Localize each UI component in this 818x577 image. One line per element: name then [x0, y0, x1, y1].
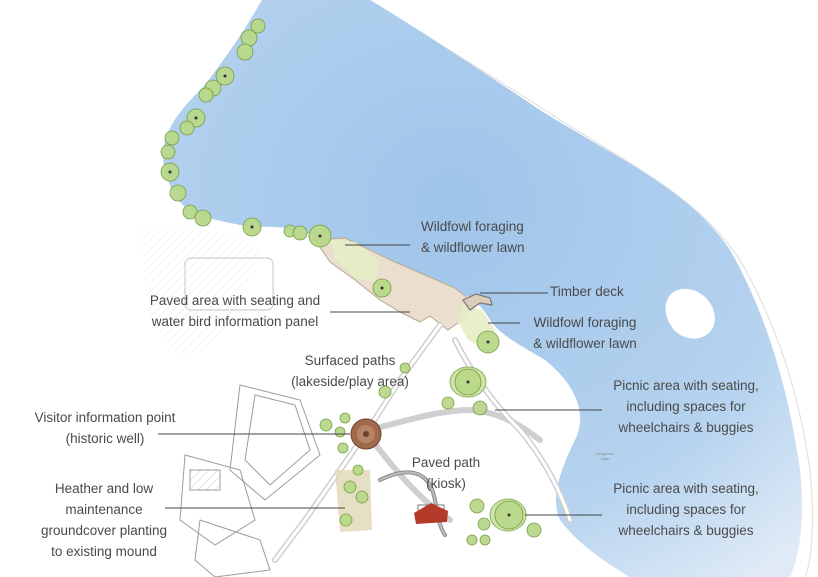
tree-trunk-marker: [466, 380, 470, 384]
label-surfaced-paths: Surfaced paths (lakeside/play area): [291, 353, 409, 389]
island: [665, 288, 715, 339]
tree-canopy: [169, 184, 187, 202]
label-visitor-information-point: Visitor information point (historic well…: [34, 410, 176, 446]
tree-canopy: [352, 464, 364, 476]
tree-canopy: [337, 442, 349, 454]
label-heather-planting: Heather and low maintenance groundcover …: [40, 481, 168, 559]
tree-canopy: [399, 362, 411, 374]
tree-canopy: [236, 43, 254, 61]
label-wildfowl-lawn-right: Wildfowl foraging & wildflower lawn: [533, 315, 637, 351]
leader-lines: [158, 244, 602, 516]
tree-canopy: [182, 204, 198, 220]
tree-group: [160, 18, 542, 546]
label-picnic-area-lower: Picnic area with seating, including spac…: [613, 481, 759, 538]
label-picnic-area-upper: Picnic area with seating, including spac…: [613, 378, 759, 435]
tree-canopy: [339, 412, 351, 424]
wildflower-lawn-top: [330, 240, 380, 282]
tree-canopy: [343, 480, 357, 494]
tree-trunk-marker: [486, 340, 490, 344]
buildings: [179, 384, 321, 577]
label-paved-area-seating: Paved area with seating and water bird i…: [149, 293, 321, 329]
tree-trunk-marker: [507, 513, 511, 517]
label-wildfowl-lawn-top: Wildfowl foraging & wildflower lawn: [421, 219, 525, 255]
tree-canopy: [240, 29, 258, 47]
tree-canopy: [198, 87, 214, 103]
tree-canopy: [292, 225, 308, 241]
mound-hatch: [140, 228, 260, 360]
tree-canopy: [164, 130, 180, 146]
timber-deck: [462, 293, 493, 311]
tree-canopy: [466, 534, 478, 546]
tree-canopy: [250, 18, 266, 34]
tree-trunk-marker: [250, 225, 254, 229]
tree-trunk-marker: [223, 74, 227, 78]
tree-canopy: [472, 400, 488, 416]
kiosk-building: [414, 503, 448, 524]
tree-canopy: [355, 490, 369, 504]
tree-trunk-marker: [168, 170, 172, 174]
tree-trunk-marker: [318, 234, 322, 238]
label-timber-deck: Timber deck: [550, 284, 624, 299]
tree-canopy: [526, 522, 542, 538]
lake-name-text: Langmoor Lake: [595, 451, 614, 461]
lake-water: [163, 0, 802, 577]
historic-well: [350, 418, 382, 450]
tree-trunk-marker: [380, 286, 384, 290]
tree-canopy: [334, 426, 346, 438]
tree-canopy: [469, 498, 485, 514]
tree-canopy: [378, 385, 392, 399]
tree-canopy: [479, 534, 491, 546]
tree-canopy: [477, 517, 491, 531]
tree-canopy: [441, 396, 455, 410]
label-paved-path-kiosk: Paved path (kiosk): [411, 455, 481, 491]
outer-contour: [369, 0, 814, 577]
tree-canopy: [319, 418, 333, 432]
tree-trunk-marker: [194, 116, 198, 120]
tree-canopy: [160, 144, 176, 160]
tree-canopy: [339, 513, 353, 527]
tree-canopy: [194, 209, 212, 227]
tree-canopy: [179, 120, 195, 136]
sports-court: [184, 257, 274, 311]
